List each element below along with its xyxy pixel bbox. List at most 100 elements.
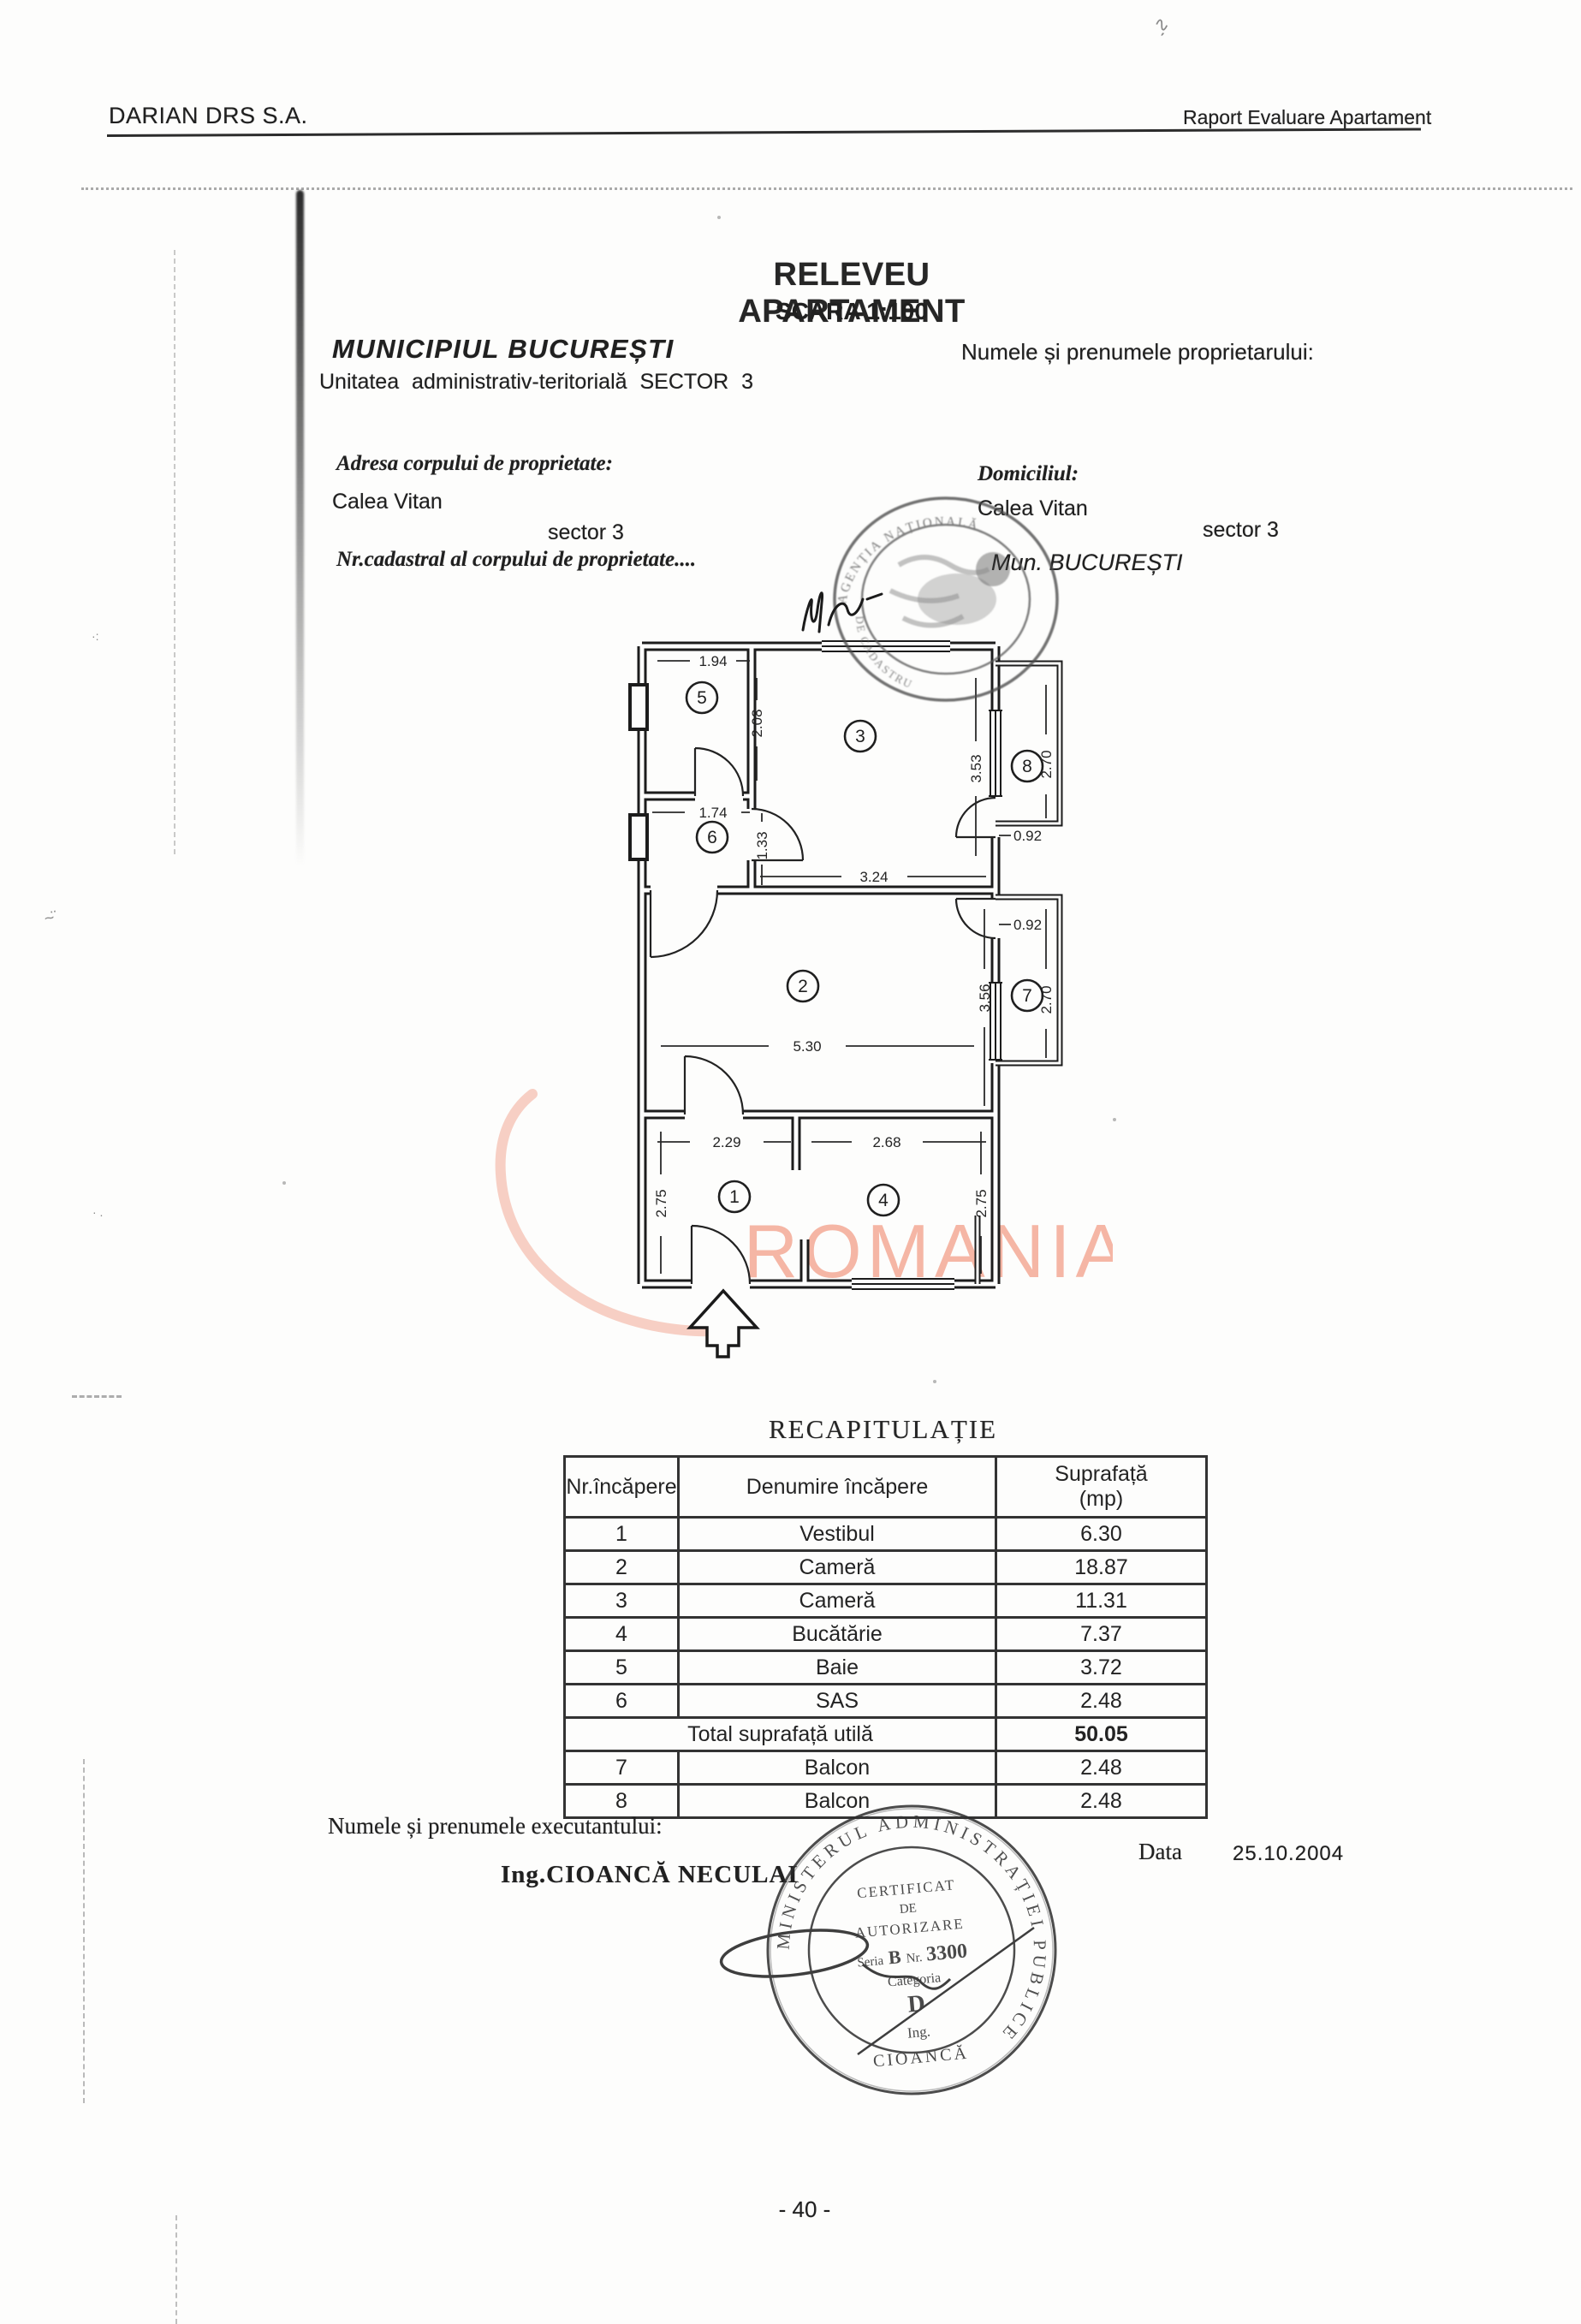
room-label-5: 5 (685, 681, 719, 715)
stamp-line-de: DE (899, 1901, 917, 1917)
scan-margin-mark: ·: (92, 629, 99, 643)
total-value: 50.05 (995, 1719, 1205, 1750)
dim-balcony7-door: 0.92 (1013, 917, 1042, 933)
dim-room4-height: 2.75 (973, 1189, 990, 1217)
property-address-label: Adresa corpului de proprietate: (336, 452, 613, 475)
owner-name-label: Numele și prenumele proprietarului: (961, 339, 1314, 365)
door-arcs (649, 746, 996, 1285)
cell-area: 2.48 (995, 1752, 1205, 1783)
municipality: MUNICIPIUL BUCUREȘTI (332, 334, 675, 364)
table-row: 2 Cameră 18.87 (566, 1549, 1205, 1583)
room-label-1: 1 (717, 1180, 752, 1214)
cell-area: 2.48 (995, 1786, 1205, 1816)
domicile-sector: sector 3 (1203, 518, 1279, 542)
svg-text:4: 4 (878, 1191, 889, 1210)
cell-name: Bucătărie (677, 1619, 995, 1649)
seria-value: B (888, 1946, 902, 1968)
column-header-name: Denumire încăpere (677, 1458, 995, 1516)
recap-table: Nr.încăpere Denumire încăpere Suprafață … (563, 1455, 1208, 1819)
cell-name: Baie (677, 1652, 995, 1683)
scan-corner-mark: ∿̦ (1151, 12, 1173, 37)
scan-speck (1113, 1118, 1116, 1121)
wall-niche (628, 813, 649, 861)
domicile-label: Domiciliul: (978, 462, 1079, 485)
stamp-line-categoria: Categoria (887, 1970, 941, 1989)
room-label-4: 4 (866, 1183, 900, 1217)
table-row: 5 Baie 3.72 (566, 1649, 1205, 1683)
romania-watermark: ROMANIA (495, 1089, 1113, 1337)
plan-walls (628, 641, 1063, 1289)
stamp-line-autorizare: AUTORIZARE (854, 1916, 965, 1941)
dim-room6-height: 1.33 (754, 831, 770, 859)
svg-text:8: 8 (1022, 757, 1032, 776)
cell-name: Vestibul (677, 1519, 995, 1549)
cell-nr: 3 (615, 1589, 627, 1613)
cell-nr: 1 (615, 1522, 627, 1546)
scan-fold-line (174, 250, 175, 854)
column-header-area-line2: (mp) (1079, 1487, 1124, 1511)
dim-room1-width: 2.29 (712, 1134, 740, 1150)
dim-room2-width: 5.30 (793, 1038, 821, 1055)
scan-speck (282, 1181, 286, 1185)
date-value: 25.10.2004 (1233, 1842, 1345, 1865)
dimension-lines (652, 660, 1047, 1274)
scan-margin-mark: · . (92, 1205, 104, 1219)
recap-table-title: RECAPITULAȚIE (768, 1414, 998, 1444)
table-total-row: Total suprafață utilă 50.05 (566, 1716, 1205, 1750)
column-header-area-line1: Suprafață (1055, 1462, 1148, 1487)
column-header-area: Suprafață (mp) (995, 1458, 1205, 1516)
table-row: 3 Cameră 11.31 (566, 1583, 1205, 1616)
dim-room4-width: 2.68 (872, 1134, 900, 1150)
scan-dotted-line (81, 187, 1572, 190)
executor-name: Ing.CIOANCĂ NECULAI (501, 1861, 799, 1888)
column-header-nr: Nr.încăpere (566, 1474, 677, 1499)
room-label-8: 8 (1010, 749, 1044, 783)
cell-area: 7.37 (995, 1619, 1205, 1649)
room-label-3: 3 (843, 719, 877, 753)
table-row: 4 Bucătărie 7.37 (566, 1616, 1205, 1649)
cell-name: Cameră (677, 1552, 995, 1583)
total-label: Total suprafață utilă (687, 1722, 873, 1746)
property-address-sector: sector 3 (548, 520, 624, 544)
administrative-unit: Unitatea administrativ-teritorială SECTO… (319, 370, 754, 394)
scan-margin-dash-3 (72, 1395, 122, 1398)
table-header-row: Nr.încăpere Denumire încăpere Suprafață … (566, 1458, 1205, 1516)
dim-balcony8-door: 0.92 (1013, 828, 1042, 844)
table-row: 6 SAS 2.48 (566, 1683, 1205, 1716)
cell-nr: 8 (615, 1789, 627, 1813)
svg-text:2: 2 (798, 977, 808, 996)
dim-room3-width: 3.24 (859, 869, 888, 885)
document-title: RELEVEU APARTAMENT (738, 257, 966, 330)
cell-nr: 5 (615, 1655, 627, 1679)
cell-area: 18.87 (995, 1552, 1205, 1583)
stamp-arc-text-bottom: DE CADASTRU (853, 615, 913, 691)
cell-area: 3.72 (995, 1652, 1205, 1683)
cell-nr: 4 (615, 1622, 627, 1646)
dim-room6-width: 1.74 (698, 805, 727, 821)
certification-stamp: MINISTERUL ADMINISTRAȚIEI PUBLICE CERTIF… (702, 1780, 1096, 2140)
cell-nr: 7 (615, 1756, 627, 1780)
wall-niche (628, 683, 649, 731)
room-label-6: 6 (695, 820, 729, 854)
cell-area: 6.30 (995, 1519, 1205, 1549)
svg-text:7: 7 (1022, 986, 1032, 1006)
svg-text:6: 6 (707, 828, 717, 847)
entrance-arrow-icon (686, 1288, 760, 1358)
table-row: 7 Balcon 2.48 (566, 1750, 1205, 1783)
cell-name: Balcon (677, 1752, 995, 1783)
header-company: DARIAN DRS S.A. (109, 103, 308, 128)
nr-label: Nr. (906, 1951, 923, 1966)
dim-room5-width: 1.94 (698, 653, 727, 669)
dimension-labels: 1.94 2.08 1.74 1.33 3.53 3.24 0.92 2.70 … (653, 653, 1055, 1218)
cell-area: 11.31 (995, 1585, 1205, 1616)
handwritten-mark (801, 591, 883, 633)
cell-name: Cameră (677, 1585, 995, 1616)
cell-nr: 2 (615, 1555, 627, 1579)
round-stamp: MINISTERUL ADMINISTRAȚIEI PUBLICE CERTIF… (719, 1804, 1057, 2095)
cell-nr: 6 (615, 1689, 627, 1713)
signature-tail (862, 1963, 952, 1990)
table-row: 8 Balcon 2.48 (566, 1783, 1205, 1816)
stamp-line-certificat: CERTIFICAT (856, 1876, 956, 1901)
cadastral-number-label: Nr.cadastral al corpului de proprietate.… (336, 548, 697, 571)
scan-margin-dash-1 (83, 1759, 85, 2103)
